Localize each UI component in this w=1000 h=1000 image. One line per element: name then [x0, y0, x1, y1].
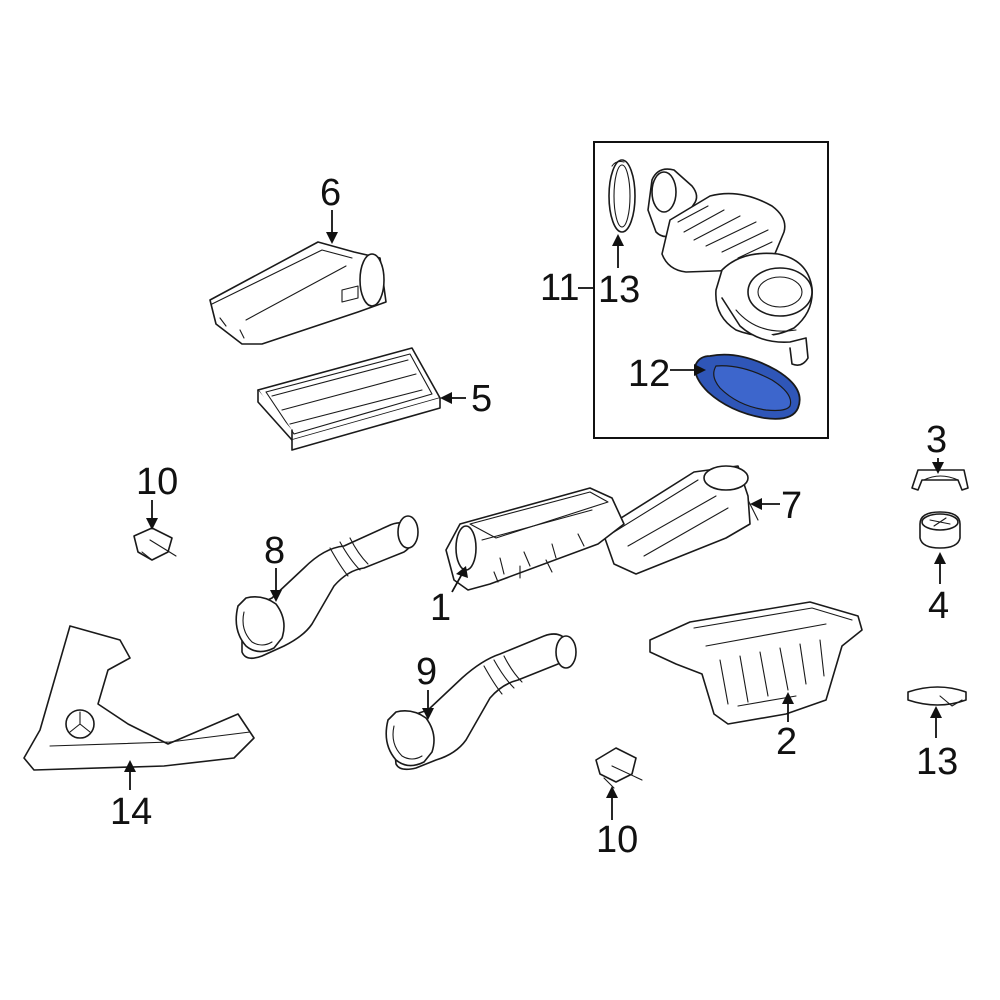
callout-6: 6 [320, 172, 341, 214]
callout-9: 9 [416, 651, 437, 693]
intake-tube-part-9 [385, 633, 577, 771]
air-filter-housing-part-2 [649, 601, 863, 725]
clip-part-10-upper [133, 527, 177, 561]
callout-1: 1 [430, 587, 451, 629]
callout-5: 5 [471, 378, 492, 420]
callout-13-right: 13 [916, 741, 958, 783]
intake-tube-part-8 [235, 515, 419, 660]
inset-frame [593, 141, 829, 439]
callout-7: 7 [781, 485, 802, 527]
callout-13-inset: 13 [598, 269, 640, 311]
gasket-part-12 [694, 353, 801, 420]
callout-11: 11 [540, 267, 579, 309]
clip-part-10-lower [595, 747, 643, 789]
callout-4: 4 [928, 585, 949, 627]
callout-2: 2 [776, 721, 797, 763]
air-filter-lower-housing-part-1 [445, 487, 625, 591]
callout-10-lower: 10 [596, 819, 638, 861]
grommet-part-4 [919, 511, 961, 549]
clamp-ring-part-13-inset [608, 159, 636, 233]
callout-3: 3 [926, 419, 947, 461]
callout-10-upper: 10 [136, 461, 178, 503]
callout-12: 12 [628, 353, 670, 395]
hose-clamp-part-13 [907, 686, 967, 707]
engine-cover-part-14 [23, 625, 255, 771]
air-filter-housing-cover-part-6 [209, 241, 387, 345]
leader-lines [124, 210, 946, 820]
air-duct-cover-part-7 [601, 465, 759, 575]
callout-14: 14 [110, 791, 152, 833]
air-filter-element-part-5 [257, 347, 441, 451]
callout-labels: 6 5 7 1 8 9 10 10 11 13 12 3 4 2 13 14 [110, 172, 958, 861]
bracket-part-3 [911, 469, 969, 491]
callout-8: 8 [264, 530, 285, 572]
intake-duct-assembly-part-11 [647, 168, 813, 366]
